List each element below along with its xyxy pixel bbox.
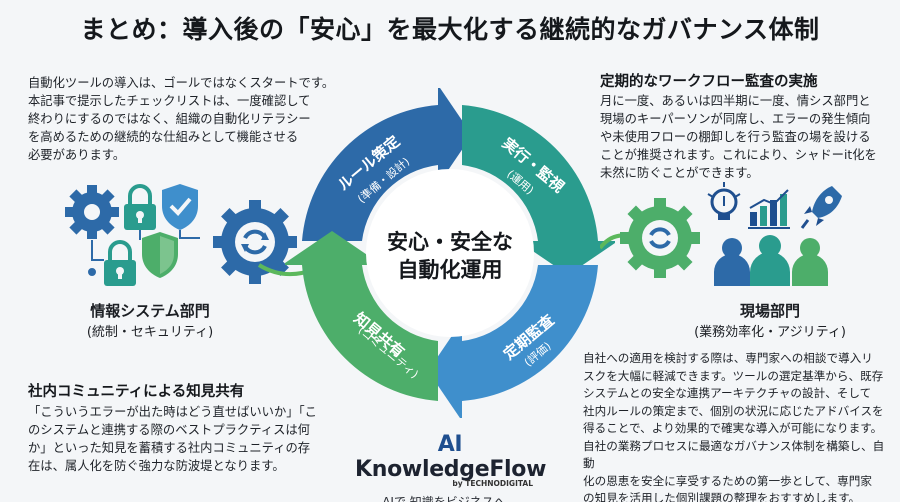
- brand-tagline: AIで 知識をビジネスへ。: [382, 495, 518, 502]
- left-dept-icons: [65, 184, 297, 286]
- brand-by: by TECHNODIGITAL: [452, 479, 533, 488]
- cycle-gear-icon: [620, 198, 700, 278]
- intro-line: 必要があります。: [28, 148, 126, 162]
- audit-paragraph: 月に一度、あるいは四半期に一度、情シス部門と 現場のキーパーソンが同席し、エラー…: [600, 92, 895, 182]
- audit-line: 月に一度、あるいは四半期に一度、情シス部門と: [600, 94, 871, 108]
- community-paragraph: 「こういうエラーが出た時はどう直せばいいか」「こ のシステムと連携する際のベスト…: [28, 403, 348, 475]
- gear-icon: [65, 185, 119, 239]
- audit-heading: 定期的なワークフロー監査の実施: [600, 74, 818, 90]
- intro-paragraph: 自動化ツールの導入は、ゴールではなくスタートです。 本記事で提示したチェックリス…: [28, 74, 368, 164]
- community-line: のシステムと連携する際のベストプラクティスは何: [28, 423, 310, 437]
- intro-line: 本記事で提示したチェックリストは、一度確認して: [28, 94, 311, 108]
- stage-rule: [302, 88, 472, 241]
- consult-line: 自社への適用を検討する際は、専門家への相談で導入リ: [583, 351, 873, 365]
- consult-line: 自社の業務プロセスに最適なガバナンス体制を構築し、自動: [583, 438, 885, 471]
- cycle-gear-icon: [213, 200, 297, 284]
- right-dept-name: 現場部門: [739, 302, 800, 320]
- audit-line: や未使用フローの棚卸しを行う監査の場を設ける: [600, 130, 871, 144]
- audit-line: ことが推奨されます。これにより、シャドーit化を: [600, 148, 877, 162]
- left-dept-name: 情報システム部門: [90, 302, 210, 320]
- intro-line: 終わりにするのではなく、組織の自動化リテラシー: [28, 112, 311, 126]
- brand-ai: AI: [437, 432, 463, 457]
- right-dept-sub: (業務効率化・アジリティ): [694, 325, 846, 340]
- team-icon: [714, 235, 828, 286]
- intro-line: を高めるための継続的な仕組みとして機能させる: [28, 130, 299, 144]
- left-dept-sub: (統制・セキュリティ): [86, 325, 214, 340]
- stage-execute: [462, 105, 615, 275]
- consult-line: システムとの安全な連携アーキテクチャの設計、そして: [583, 386, 872, 400]
- right-dept-icons: [600, 182, 842, 286]
- community-line: 「こういうエラーが出た時はどう直せばいいか」「こ: [28, 405, 317, 419]
- consult-line: スクを大幅に軽減できます。ツールの選定基準から、既存: [583, 368, 884, 383]
- lightbulb-icon: [707, 182, 741, 220]
- audit-line: 現場のキーパーソンが同席し、エラーの発生傾向: [600, 112, 871, 126]
- brand-name: KnowledgeFlow: [355, 457, 547, 482]
- governance-cycle: 安心・安全な 自動化運用 ルール策定 (準備・設計) 実行・監視 (運用) 定期…: [285, 88, 615, 418]
- lock-icon: [124, 184, 156, 230]
- community-line: 在は、属人化を防ぐ強力な防波堤となります。: [28, 459, 285, 473]
- intro-line: 自動化ツールの導入は、ゴールではなくスタートです。: [28, 76, 335, 90]
- page-title: まとめ：導入後の「安心」を最大化する継続的なガバナンス体制: [80, 15, 820, 44]
- padlock-icon: [104, 240, 136, 286]
- rocket-icon: [800, 186, 842, 229]
- community-heading: 社内コミュニティによる知見共有: [28, 384, 245, 400]
- brand-logo: AI KnowledgeFlow: [355, 432, 547, 482]
- cycle-center: [366, 169, 534, 337]
- bar-chart-icon: [748, 189, 790, 229]
- circuit-lines: [88, 230, 200, 276]
- consult-paragraph: 自社への適用を検討する際は、専門家への相談で導入リ スクを大幅に軽減できます。ツ…: [583, 350, 895, 502]
- consult-line: 化の恩恵を安全に享受するための第一歩として、専門家: [583, 473, 872, 488]
- cycle-center-line1: 安心・安全な: [387, 230, 513, 254]
- shield-check-icon: [142, 232, 178, 278]
- consult-line: 社内ルールの策定まで、個別の状況に応じたアドバイスを: [583, 403, 884, 418]
- shield-icon: [162, 184, 198, 230]
- audit-line: 未然に防ぐことができます。: [600, 166, 759, 180]
- consult-line: の知見を活用した個別課題の整理をおすすめします。: [583, 491, 861, 502]
- consult-line: 得ることで、より効果的で確実な導入が可能になります。: [583, 421, 883, 435]
- community-line: か」といった知見を蓄積する社内コミュニティの存: [28, 441, 311, 455]
- cycle-center-line2: 自動化運用: [398, 258, 503, 282]
- stage-share: [285, 231, 438, 401]
- brand-block: AI KnowledgeFlow by TECHNODIGITAL AIで 知識…: [355, 432, 547, 502]
- stage-audit: [428, 265, 598, 418]
